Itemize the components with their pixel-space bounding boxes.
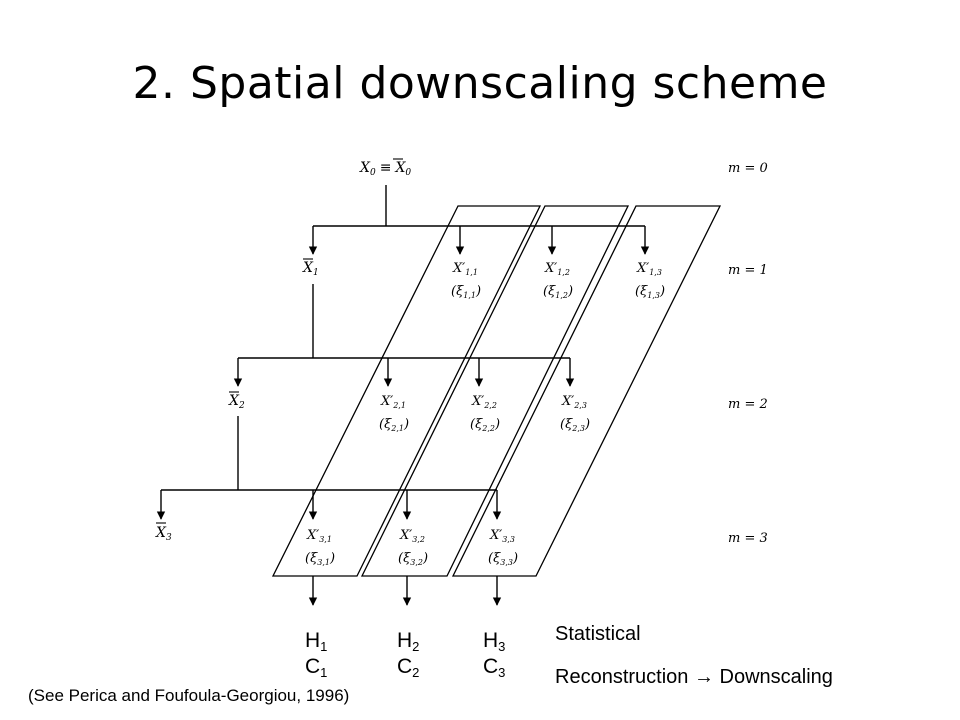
tree-lines	[156, 185, 650, 520]
output-arrows	[308, 576, 502, 606]
math-labels: X0≡X0 X1 X2 X3 X′1,1 (ξ1,1) X′1,2 (ξ1,2)…	[155, 160, 665, 567]
citation: (See Perica and Foufoula-Georgiou, 1996)	[28, 686, 350, 705]
svg-text:X′1,1: X′1,1	[452, 261, 478, 277]
svg-text:(ξ1,1): (ξ1,1)	[451, 284, 481, 300]
mean-label-1: X1	[302, 260, 319, 278]
svg-text:X′3,2: X′3,2	[399, 528, 425, 544]
arrow-glyph: →	[693, 666, 714, 688]
parallelogram-3	[451, 205, 722, 577]
svg-text:X′1,3: X′1,3	[636, 261, 662, 277]
parallelogram-1	[271, 205, 542, 577]
level-label-2: m = 2	[728, 397, 768, 412]
mean-label-2: X2	[228, 393, 245, 411]
fluct-1-2: X′1,2 (ξ1,2)	[543, 261, 573, 300]
svg-text:X′1,2: X′1,2	[544, 261, 570, 277]
svg-text:(ξ1,3): (ξ1,3)	[635, 284, 665, 300]
fluct-2-2: X′2,2 (ξ2,2)	[470, 394, 500, 433]
level-label-1: m = 1	[728, 263, 768, 278]
overbars	[156, 158, 403, 524]
downscaling-text: Downscaling	[719, 666, 833, 688]
svg-text:X′3,1: X′3,1	[306, 528, 332, 544]
svg-text:(ξ3,1): (ξ3,1)	[305, 551, 335, 567]
reconstruction-text: Reconstruction	[555, 666, 689, 688]
output-h2: H2	[397, 629, 420, 654]
reconstruction-downscaling-label: Reconstruction → Downscaling	[555, 666, 833, 689]
parallelogram-2	[360, 205, 630, 577]
output-c3: C3	[483, 655, 506, 680]
output-c2: C2	[397, 655, 420, 680]
level-labels: m = 0 m = 1 m = 2 m = 3	[728, 161, 768, 546]
fluct-1-1: X′1,1 (ξ1,1)	[451, 261, 481, 300]
output-h3: H3	[483, 629, 506, 654]
fluct-3-2: X′3,2 (ξ3,2)	[398, 528, 428, 567]
svg-text:(ξ2,1): (ξ2,1)	[379, 417, 409, 433]
svg-text:X′2,1: X′2,1	[380, 394, 406, 410]
mean-label-3: X3	[155, 525, 172, 543]
fluct-3-3: X′3,3 (ξ3,3)	[488, 528, 518, 567]
parallelograms	[271, 205, 722, 577]
svg-text:X′2,2: X′2,2	[471, 394, 497, 410]
svg-text:(ξ2,2): (ξ2,2)	[470, 417, 500, 433]
fluct-3-1: X′3,1 (ξ3,1)	[305, 528, 335, 567]
slide-title: 2. Spatial downscaling scheme	[132, 58, 828, 109]
fluct-2-3: X′2,3 (ξ2,3)	[560, 394, 590, 433]
fluct-1-3: X′1,3 (ξ1,3)	[635, 261, 665, 300]
svg-text:(ξ3,2): (ξ3,2)	[398, 551, 428, 567]
svg-text:(ξ3,3): (ξ3,3)	[488, 551, 518, 567]
svg-text:(ξ2,3): (ξ2,3)	[560, 417, 590, 433]
output-c1: C1	[305, 655, 328, 680]
svg-text:X′2,3: X′2,3	[561, 394, 587, 410]
svg-text:(ξ1,2): (ξ1,2)	[543, 284, 573, 300]
svg-text:X′3,3: X′3,3	[489, 528, 515, 544]
level-label-0: m = 0	[728, 161, 768, 176]
root-label: X0≡X0	[359, 160, 411, 178]
level-label-3: m = 3	[728, 531, 768, 546]
fluct-2-1: X′2,1 (ξ2,1)	[379, 394, 409, 433]
statistical-label: Statistical	[555, 623, 641, 645]
output-h1: H1	[305, 629, 328, 654]
